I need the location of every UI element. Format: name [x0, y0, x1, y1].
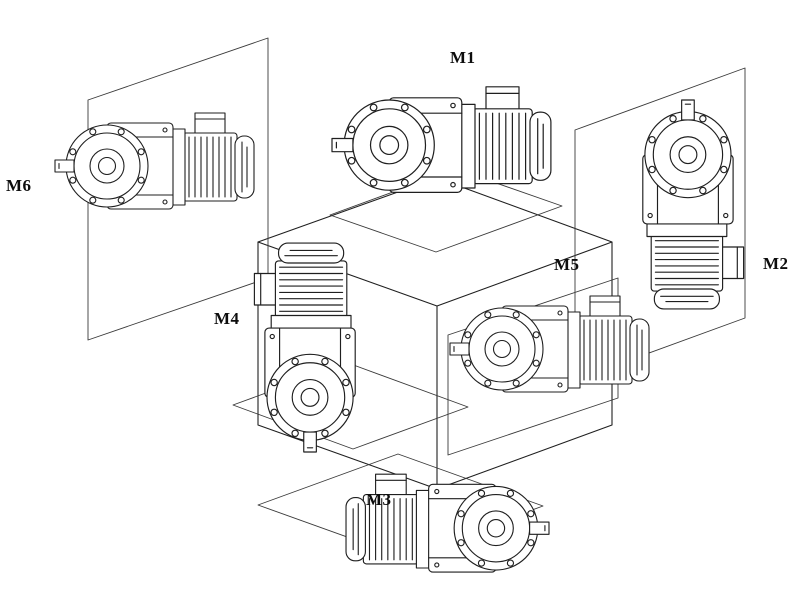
gearmotor-m2-drawing — [642, 99, 745, 310]
gearmotor-m1-drawing — [331, 86, 552, 194]
label-m1: M1 — [450, 48, 476, 67]
label-m3: M3 — [366, 490, 392, 509]
label-m4: M4 — [214, 309, 240, 328]
gearmotor-m6-drawing — [54, 112, 255, 210]
mounting-plane-m2 — [574, 67, 746, 381]
label-m6: M6 — [6, 176, 32, 195]
gearmotor-m3-drawing — [345, 473, 550, 573]
gearmotor-m4-drawing — [253, 242, 356, 453]
label-m2: M2 — [763, 254, 789, 273]
mounting-plane-m5 — [447, 277, 619, 456]
label-m5: M5 — [554, 255, 580, 274]
gearmotor-m5-drawing — [449, 295, 650, 393]
